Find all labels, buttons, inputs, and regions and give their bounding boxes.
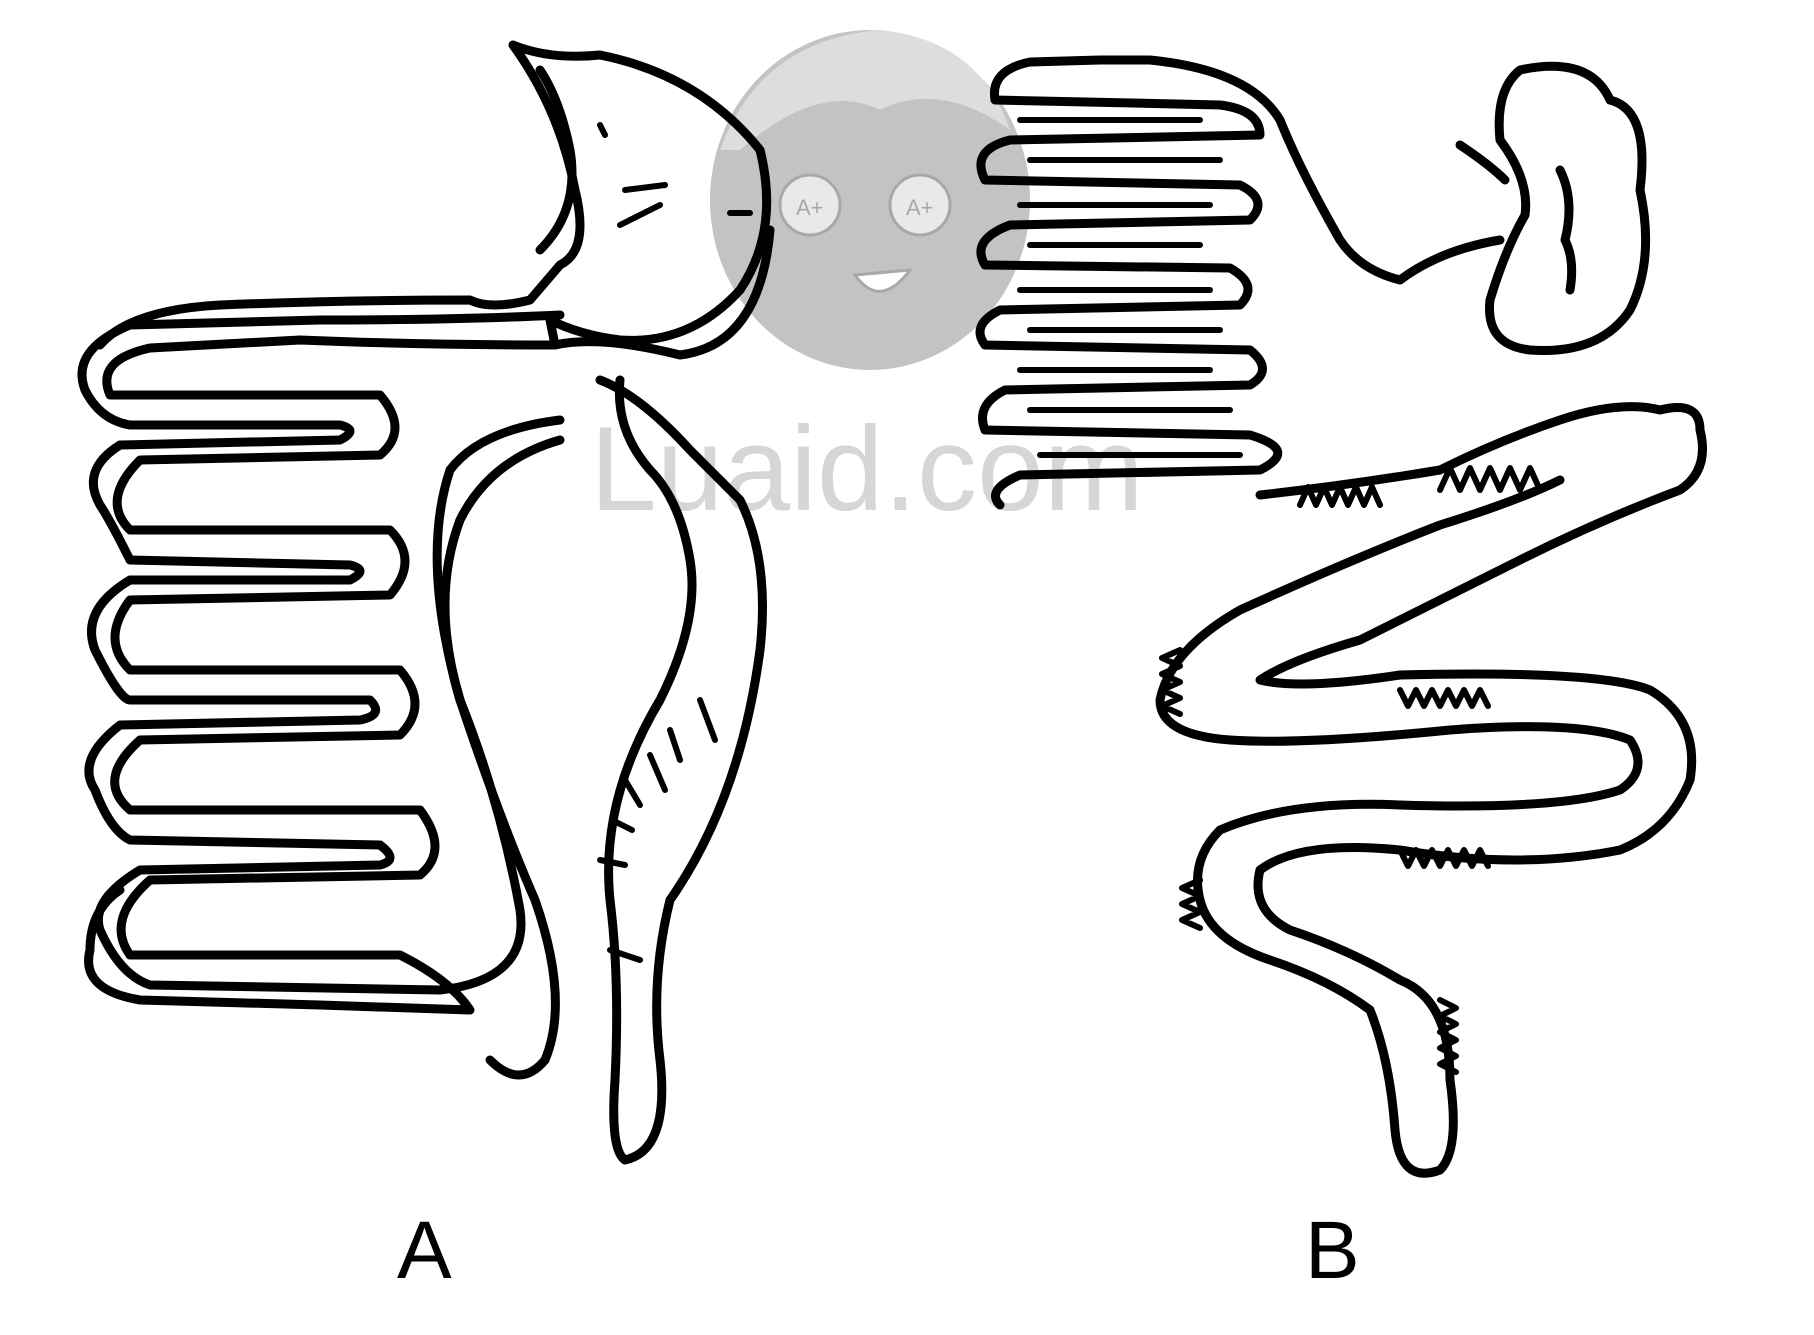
panel-a-colon-mark-2 bbox=[667, 727, 683, 763]
watermark-left-eye bbox=[778, 173, 842, 237]
panel-b-stomach bbox=[1485, 61, 1651, 355]
panel-a-diagram bbox=[77, 40, 775, 1165]
panel-b-small-intestine-inner bbox=[1017, 117, 1243, 458]
watermark-right-eye bbox=[888, 173, 952, 237]
watermark-right-badge: A+ bbox=[906, 195, 934, 220]
panel-a-large-intestine-outer bbox=[595, 375, 767, 1165]
panel-a-stomach-mark-2 bbox=[622, 182, 668, 193]
watermark-smile bbox=[852, 268, 914, 293]
panel-a-colon-mark-1 bbox=[697, 697, 718, 743]
panel-b-stomach-inner-1 bbox=[1555, 165, 1577, 295]
panel-a-stomach bbox=[95, 40, 775, 360]
panel-a-small-intestine bbox=[84, 335, 560, 1015]
panel-a-stomach-mark-3 bbox=[617, 202, 663, 228]
panel-a-colon-mark-3 bbox=[647, 752, 668, 793]
panel-b-stomach-inner-2 bbox=[1455, 140, 1510, 185]
panel-a-stomach-inner bbox=[535, 65, 577, 255]
watermark-left-badge: A+ bbox=[796, 195, 824, 220]
watermark: A+ A+ Luaid.com bbox=[590, 30, 1144, 536]
panel-b-small-intestine bbox=[975, 55, 1283, 510]
watermark-text: Luaid.com bbox=[590, 402, 1144, 536]
watermark-hair bbox=[720, 30, 1010, 150]
panel-a-colon-mark-7 bbox=[607, 947, 643, 963]
panel-b-diagram bbox=[975, 55, 1707, 1178]
panel-b-connector bbox=[1095, 55, 1505, 285]
panel-a-stomach-mark-1 bbox=[597, 122, 608, 138]
panel-a-colon-mark-6 bbox=[597, 857, 628, 868]
panel-a-small-intestine-inner bbox=[77, 310, 565, 995]
panel-a-colon-mark-5 bbox=[609, 817, 635, 833]
panel-b-large-intestine bbox=[1155, 402, 1707, 1178]
panel-b-large-intestine-haustra bbox=[1159, 465, 1543, 1075]
panel-a-colon-mark-4 bbox=[622, 777, 643, 808]
panel-a-label: A bbox=[397, 1205, 452, 1296]
panel-a-large-intestine bbox=[440, 435, 565, 1080]
panel-b-label: B bbox=[1305, 1205, 1360, 1296]
